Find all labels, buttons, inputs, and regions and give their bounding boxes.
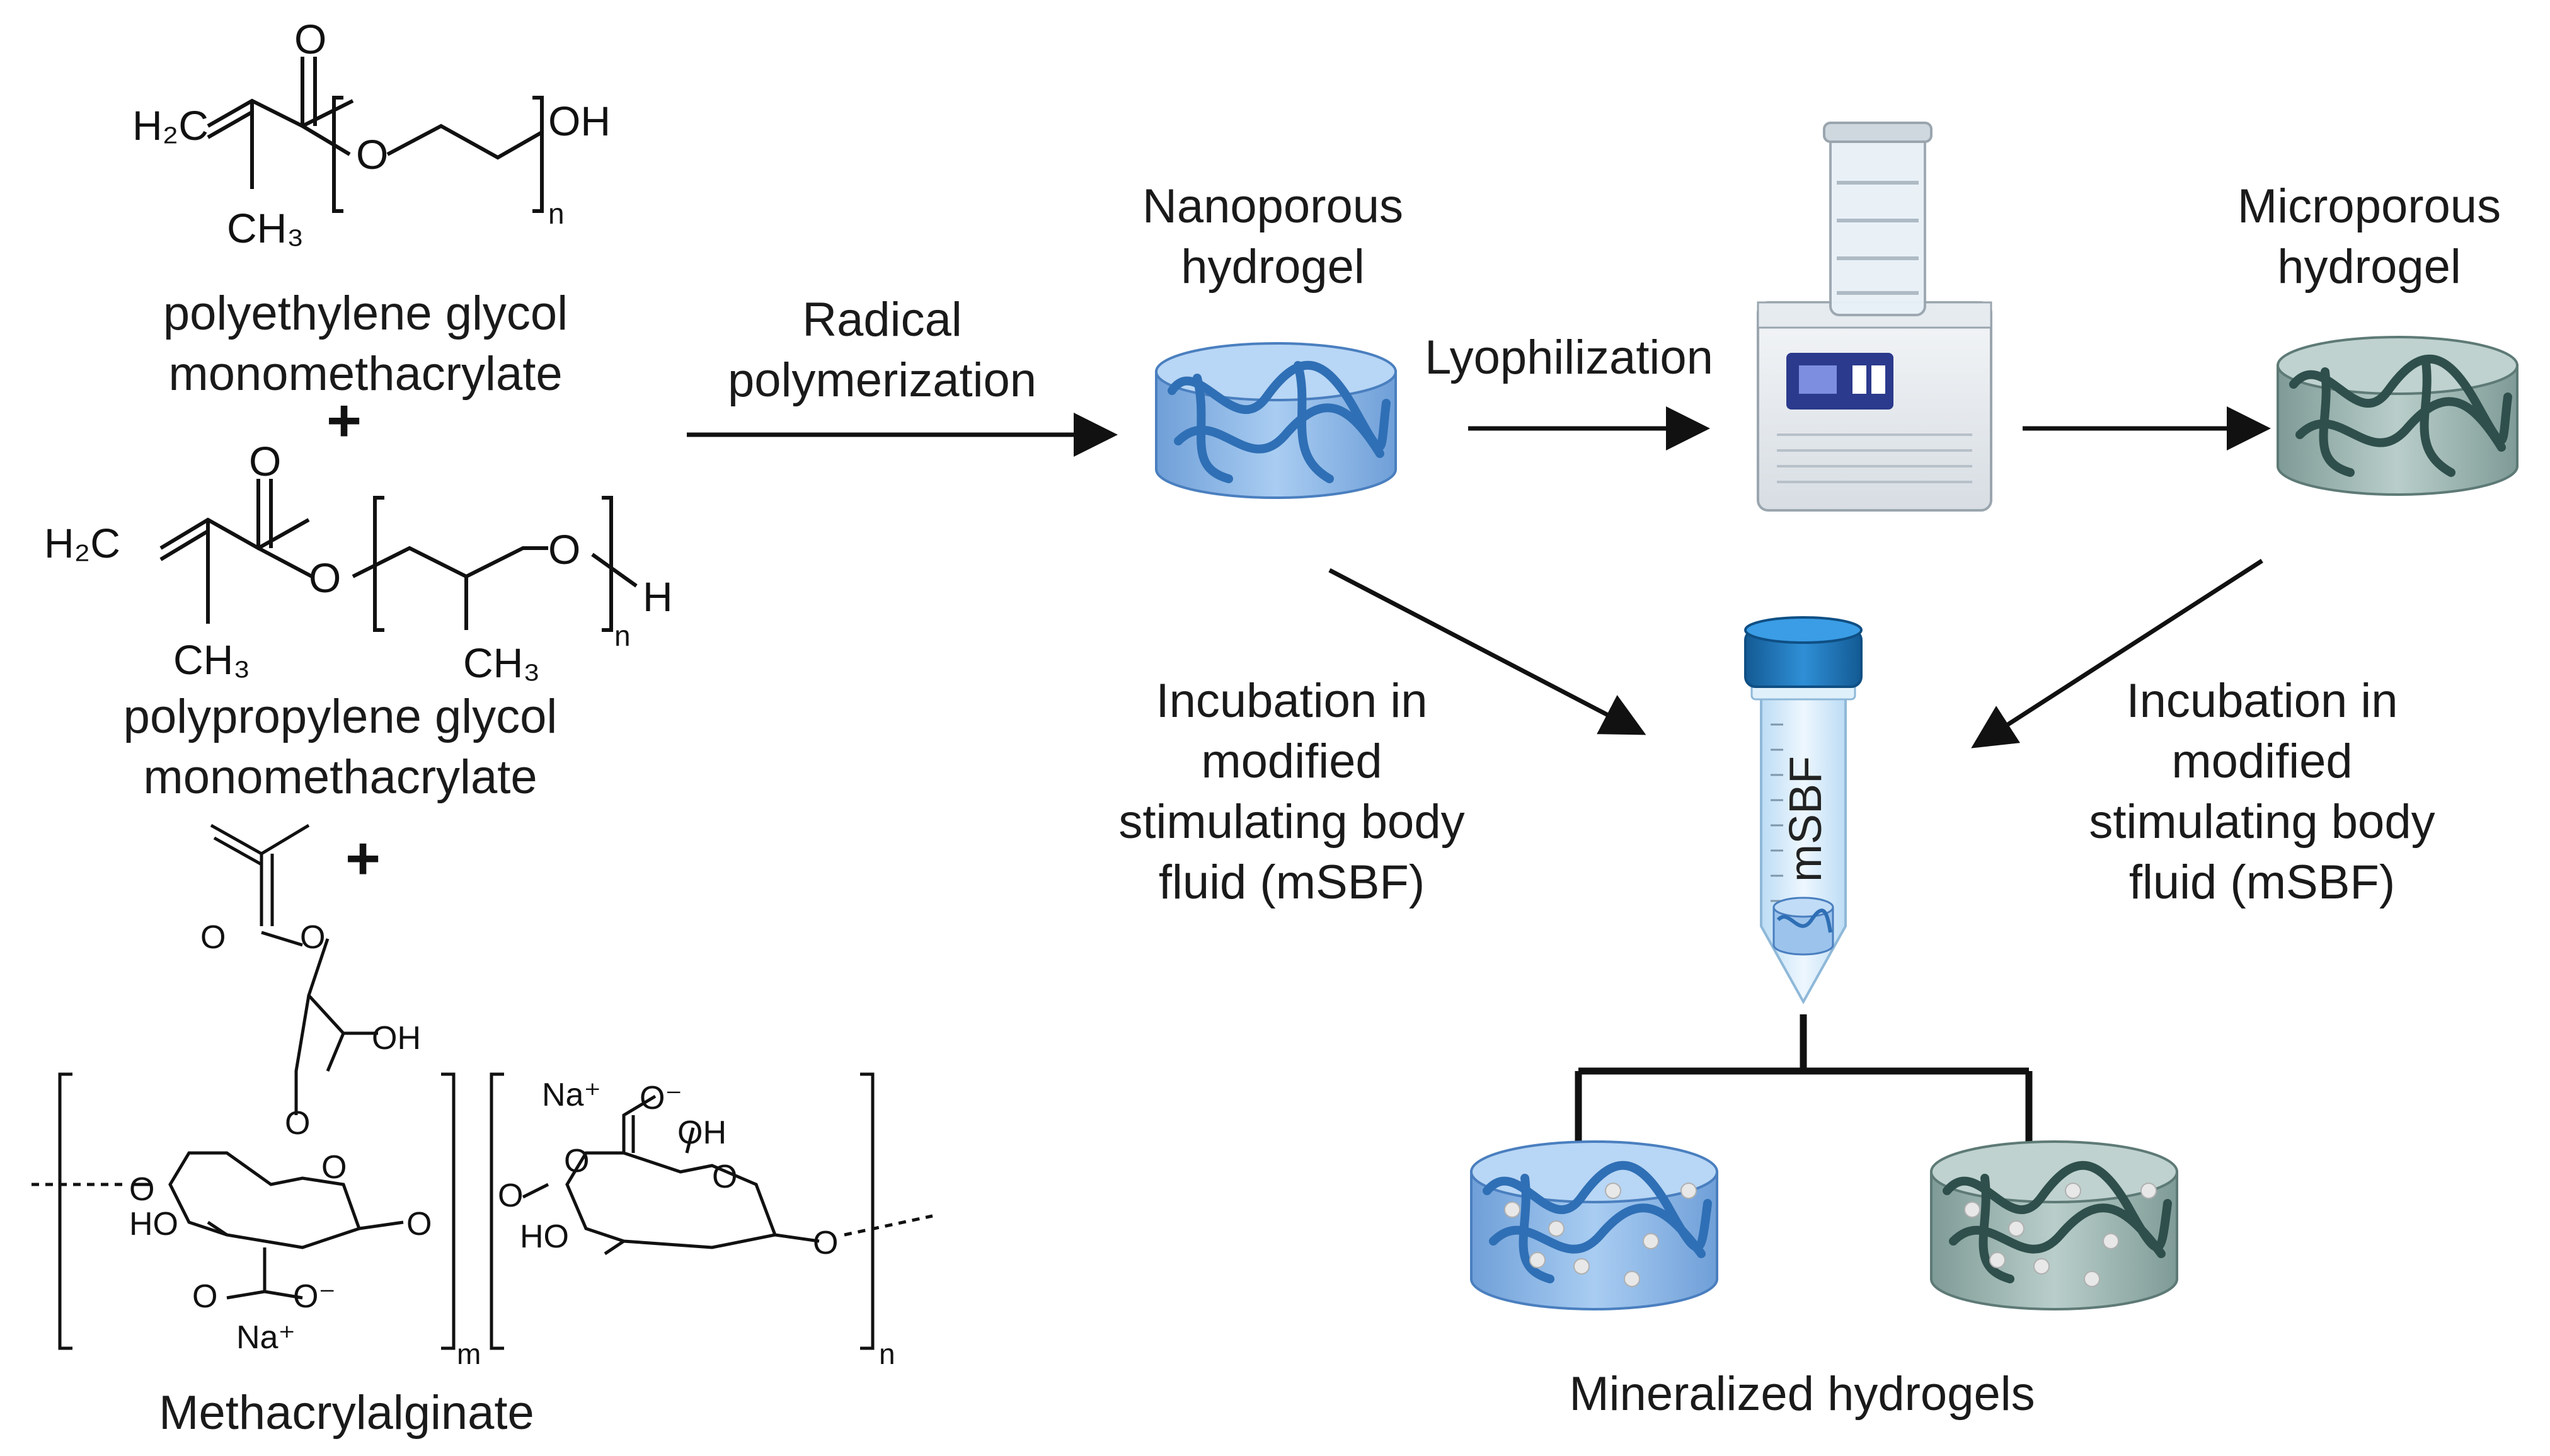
ppg-structure — [159, 479, 638, 632]
nanoporous-line2: hydrogel — [1181, 240, 1365, 294]
incubation-right-line3: stimulating body — [2089, 795, 2435, 849]
microporous-line1: Microporous — [2237, 180, 2501, 233]
tube-label: mSBF — [1781, 756, 1831, 882]
incubation-left-line2: modified — [1201, 735, 1382, 788]
ppg-o-ester: O — [309, 554, 341, 601]
process-arrows — [687, 406, 2271, 748]
nanoporous-line1: Nanoporous — [1142, 180, 1404, 233]
alg-ho2: HO — [520, 1218, 569, 1255]
peg-o-ester: O — [356, 131, 388, 178]
tube-hydrogel-sample — [1772, 897, 1834, 956]
peg-name-line2: monomethacrylate — [168, 347, 563, 401]
incubation-left-label: Incubation in modified stimulating body … — [1059, 671, 1525, 913]
branch-connector — [1575, 1014, 2033, 1144]
alg-o-ring1: O — [321, 1149, 347, 1186]
peg-structure — [207, 57, 544, 213]
ppg-o-carbonyl: O — [249, 438, 281, 484]
alg-oh2: OH — [677, 1115, 727, 1151]
microporous-line2: hydrogel — [2277, 240, 2461, 294]
alg-coo1-minus: O⁻ — [293, 1278, 336, 1315]
ppg-ch3-a: CH₃ — [173, 636, 250, 683]
peg-o-carbonyl: O — [294, 16, 326, 62]
alg-o-left: O — [129, 1171, 154, 1208]
alg-coo1: O — [192, 1278, 217, 1315]
plus-sign-2: + — [345, 825, 381, 892]
radical-line1: Radical — [802, 293, 962, 347]
alg-o-link: O — [285, 1105, 310, 1142]
incubation-right-label: Incubation in modified stimulating body … — [2029, 671, 2495, 913]
ppg-h: H — [643, 573, 673, 620]
ppg-name-line2: monomethacrylate — [143, 750, 537, 804]
peg-name: polyethylene glycol monomethacrylate — [120, 284, 611, 404]
ppg-n: n — [614, 619, 631, 652]
lyophilization-label: Lyophilization — [1425, 331, 1713, 384]
incubation-left-line4: fluid (mSBF) — [1158, 856, 1425, 909]
alg-ho1: HO — [129, 1206, 178, 1242]
alg-m: m — [457, 1338, 481, 1370]
incubation-right-line1: Incubation in — [2126, 674, 2398, 728]
incubation-left-line1: Incubation in — [1156, 674, 1428, 728]
microporous-hydrogel-disk — [2277, 336, 2518, 496]
radical-polymerization-label: Radical polymerization — [681, 290, 1084, 411]
microporous-hydrogel-label: Microporous hydrogel — [2193, 176, 2546, 297]
peg-n: n — [548, 197, 565, 230]
alg-o-right: O — [813, 1225, 838, 1261]
nanoporous-hydrogel-label: Nanoporous hydrogel — [1084, 176, 1462, 297]
nanoporous-hydrogel-disk — [1155, 342, 1397, 499]
alginate-structure — [32, 823, 933, 1350]
arrow-micro-to-tube — [1971, 559, 2263, 748]
incubation-right-line2: modified — [2171, 735, 2353, 788]
mineralized-nanoporous-disk — [1470, 1140, 1718, 1310]
ppg-name: polypropylene glycol monomethacrylate — [82, 687, 599, 808]
mineralized-microporous-disk — [1930, 1140, 2178, 1310]
alg-o-glyc: O — [406, 1206, 432, 1242]
alg-o-ester: O — [300, 919, 325, 956]
alg-o-glyc2: O — [498, 1178, 523, 1214]
alg-oh: OH — [372, 1020, 421, 1057]
alg-o-ring2: O — [712, 1159, 737, 1195]
alg-na1: Na⁺ — [236, 1319, 296, 1356]
arrow-nano-to-tube — [1328, 568, 1646, 735]
alg-na2: Na⁺ — [542, 1077, 601, 1113]
alg-coo2-minus: O⁻ — [640, 1080, 682, 1116]
falcon-tube: mSBF — [1744, 616, 1863, 1005]
alg-o-carbonyl: O — [200, 919, 226, 956]
incubation-right-line4: fluid (mSBF) — [2128, 856, 2396, 909]
radical-line2: polymerization — [728, 353, 1037, 407]
peg-ch3: CH₃ — [227, 205, 304, 251]
alg-coo2: O — [564, 1143, 589, 1179]
peg-h2c: H₂C — [132, 102, 209, 149]
ppg-ch3-b: CH₃ — [463, 639, 540, 686]
incubation-left-line3: stimulating body — [1118, 795, 1465, 849]
plus-sign-1: + — [326, 387, 362, 454]
ppg-o-chain: O — [548, 526, 580, 573]
peg-name-line1: polyethylene glycol — [163, 287, 568, 340]
ppg-h2c: H₂C — [44, 520, 120, 566]
alg-n: n — [879, 1338, 895, 1370]
lyophilizer-machine — [1757, 122, 1992, 512]
ppg-name-line1: polypropylene glycol — [123, 690, 558, 743]
mineralized-hydrogels-label: Mineralized hydrogels — [1569, 1367, 2035, 1421]
alginate-name: Methacrylalginate — [159, 1386, 534, 1440]
peg-oh: OH — [548, 98, 611, 144]
